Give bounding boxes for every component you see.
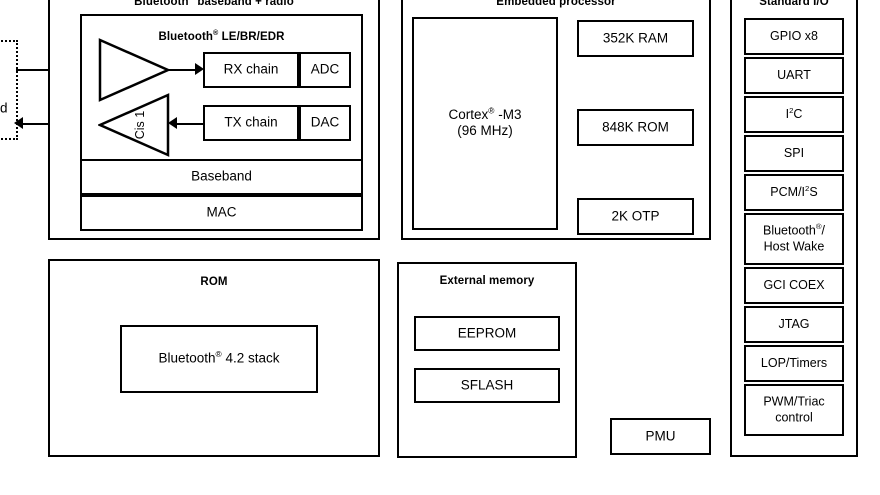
rx-chain-label: RX chain <box>223 61 279 77</box>
io-item-uart-label: UART <box>777 67 811 82</box>
io-item-jtag: JTAG <box>744 306 844 343</box>
otp-box: 2K OTP <box>577 198 694 235</box>
external-memory-title: External memory <box>439 275 535 287</box>
baseband-label: Baseband <box>191 168 252 184</box>
adc-box: ADC <box>299 52 351 88</box>
sflash-label: SFLASH <box>460 377 514 393</box>
rx-chain-box: RX chain <box>203 52 299 88</box>
external-board-label: d <box>0 100 8 116</box>
eeprom-label: EEPROM <box>457 325 517 341</box>
baseband-box: Baseband <box>80 159 363 195</box>
io-item-i2c-label: I2C <box>785 105 803 121</box>
io-pwm-triac-line1: PWM/Triac <box>763 394 825 409</box>
io-pwm-triac-line2: control <box>775 410 813 424</box>
otp-label: 2K OTP <box>611 208 660 224</box>
eeprom-box: EEPROM <box>414 316 560 351</box>
bluetooth-baseband-radio-title: Bluetooth® baseband + radio <box>134 0 294 8</box>
txchain-to-tx-amp-line <box>176 123 204 125</box>
external-board-box <box>0 40 18 140</box>
embedded-processor-title: Embedded processor <box>496 0 616 8</box>
mac-box: MAC <box>80 195 363 231</box>
io-item-pwm-triac-label: PWM/Triac control <box>746 394 842 425</box>
bluetooth-le-br-edr-title: Bluetooth® LE/BR/EDR <box>158 29 285 43</box>
io-item-lop-timers: LOP/Timers <box>744 345 844 382</box>
io-item-pcm-i2s-label: PCM/I2S <box>770 183 818 199</box>
io-item-lop-timers-label: LOP/Timers <box>760 355 828 370</box>
txchain-to-tx-amp-arrow-icon <box>168 117 177 129</box>
dac-label: DAC <box>310 114 340 130</box>
sflash-box: SFLASH <box>414 368 560 403</box>
tx-chain-box: TX chain <box>203 105 299 141</box>
io-item-bluetooth-host-wake-label: Bluetooth®/ Host Wake <box>746 223 842 254</box>
pmu-box: PMU <box>610 418 711 455</box>
rx-amplifier-icon <box>98 38 170 102</box>
adc-label: ADC <box>310 61 340 77</box>
rom-848k-box: 848K ROM <box>577 109 694 146</box>
rx-amp-to-rxchain-arrow-icon <box>195 63 204 75</box>
ram-label: 352K RAM <box>602 30 669 46</box>
bluetooth-stack-box: Bluetooth® 4.2 stack <box>120 325 318 393</box>
cortex-m3-core-box: Cortex® -M3 (96 MHz) <box>412 17 558 230</box>
rom-section-title: ROM <box>200 276 228 288</box>
cis-1-label: Cis 1 <box>133 110 147 140</box>
cortex-m3-label: Cortex® -M3 (96 MHz) <box>414 105 556 141</box>
tx-output-arrow-icon <box>14 117 23 129</box>
io-item-bluetooth-host-wake: Bluetooth®/ Host Wake <box>744 213 844 265</box>
pmu-label: PMU <box>645 428 676 444</box>
io-item-gci-coex-label: GCI COEX <box>763 277 825 292</box>
io-item-spi: SPI <box>744 135 844 172</box>
io-item-pcm-i2s: PCM/I2S <box>744 174 844 211</box>
io-item-jtag-label: JTAG <box>778 316 810 331</box>
io-bt-host-wake-line1: Bluetooth®/ <box>762 222 826 238</box>
cortex-m3-line1: Cortex® -M3 <box>448 105 522 122</box>
rom-848k-label: 848K ROM <box>602 119 669 135</box>
dac-box: DAC <box>299 105 351 141</box>
io-item-gci-coex: GCI COEX <box>744 267 844 304</box>
mac-label: MAC <box>206 204 237 220</box>
io-bt-host-wake-line2: Host Wake <box>763 239 825 253</box>
io-item-spi-label: SPI <box>783 145 805 160</box>
io-item-gpio: GPIO x8 <box>744 18 844 55</box>
io-item-uart: UART <box>744 57 844 94</box>
standard-io-title: Standard I/O <box>759 0 829 8</box>
bluetooth-stack-label: Bluetooth® 4.2 stack <box>158 349 280 366</box>
cortex-m3-line2: (96 MHz) <box>457 123 513 139</box>
io-item-gpio-label: GPIO x8 <box>770 28 818 43</box>
tx-chain-label: TX chain <box>224 114 278 130</box>
io-item-i2c: I2C <box>744 96 844 133</box>
ram-box: 352K RAM <box>577 20 694 57</box>
io-item-pwm-triac: PWM/Triac control <box>744 384 844 436</box>
external-memory-section <box>397 262 577 458</box>
rx-amp-to-rxchain-line <box>168 69 200 71</box>
